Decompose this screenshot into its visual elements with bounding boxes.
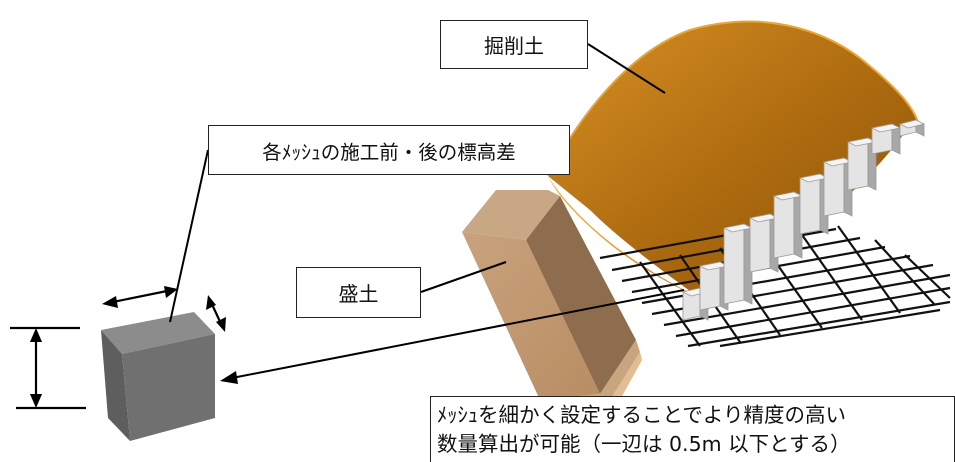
column-3 <box>722 223 754 305</box>
column-9 <box>870 123 902 155</box>
mesh-leader <box>169 149 209 323</box>
cube-arrowhead <box>220 371 238 384</box>
height-columns <box>681 119 926 321</box>
mesh-height-diff-label: 各ﾒｯｼｭの施工前・後の標高差 <box>208 125 570 175</box>
dimension-arrows <box>10 286 226 410</box>
mesh-cube <box>101 312 215 441</box>
column-7 <box>822 157 854 217</box>
cut-soil-label: 掘削土 <box>440 20 588 69</box>
cut-leader <box>587 43 666 94</box>
note-line-1: ﾒｯｼｭを細かく設定することでより精度の高い <box>437 403 846 427</box>
column-8 <box>846 137 878 191</box>
leader-lines <box>169 43 685 384</box>
cube-arrow-line <box>231 289 685 379</box>
fill-leader <box>420 261 507 293</box>
column-10 <box>898 119 926 137</box>
width-arrow <box>107 288 173 305</box>
note-box: ﾒｯｼｭを細かく設定することでより精度の高い 数量算出が可能（一辺は 0.5m … <box>430 396 955 462</box>
fill-soil-label: 盛土 <box>296 267 421 318</box>
fill-soil-block <box>462 190 642 418</box>
column-5 <box>772 191 804 259</box>
note-line-2: 数量算出が可能（一辺は 0.5m 以下とする） <box>437 432 851 456</box>
cut-soil-shape <box>547 20 919 298</box>
